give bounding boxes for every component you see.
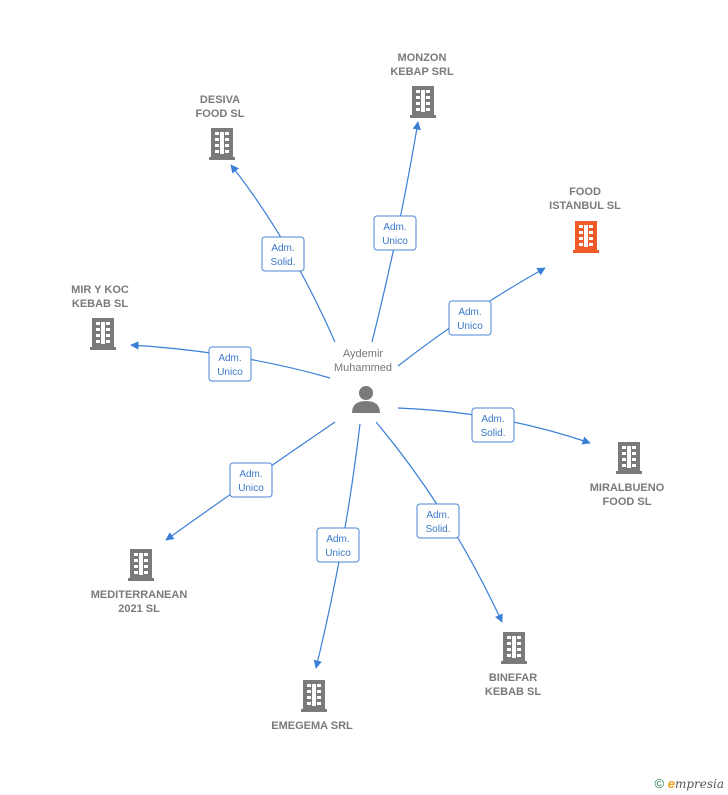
role-box-binefar: Adm. Solid. <box>416 503 460 539</box>
svg-text:Solid.: Solid. <box>270 257 295 268</box>
role-box-desiva: Adm. Solid. <box>261 236 305 272</box>
svg-text:Unico: Unico <box>457 321 483 332</box>
svg-text:KEBAB SL: KEBAB SL <box>485 686 542 698</box>
company-node-binefar[interactable]: BINEFAR KEBAB SL <box>485 632 542 698</box>
svg-text:ISTANBUL SL: ISTANBUL SL <box>549 200 621 212</box>
svg-text:Adm.: Adm. <box>458 307 481 318</box>
company-node-miralbueno[interactable]: MIRALBUENO FOOD SL <box>590 442 665 508</box>
svg-text:MIR Y KOC: MIR Y KOC <box>71 284 129 296</box>
svg-text:MEDITERRANEAN: MEDITERRANEAN <box>91 589 188 601</box>
building-icon <box>90 318 116 350</box>
role-box-emegema: Adm. Unico <box>316 527 360 563</box>
svg-text:Unico: Unico <box>238 483 264 494</box>
svg-text:FOOD SL: FOOD SL <box>603 496 652 508</box>
building-icon <box>301 680 327 712</box>
svg-text:FOOD SL: FOOD SL <box>196 108 245 120</box>
person-name-line1: Aydemir <box>343 348 383 360</box>
company-node-emegema[interactable]: EMEGEMA SRL <box>271 680 353 732</box>
svg-text:Adm.: Adm. <box>271 243 294 254</box>
svg-text:MONZON: MONZON <box>398 52 447 64</box>
role-box-mir-y-koc: Adm. Unico <box>208 346 252 382</box>
svg-text:MIRALBUENO: MIRALBUENO <box>590 482 665 494</box>
svg-text:EMEGEMA SRL: EMEGEMA SRL <box>271 720 353 732</box>
role-box-mediterranean: Adm. Unico <box>229 462 273 498</box>
svg-text:Solid.: Solid. <box>425 524 450 535</box>
company-node-mir-y-koc[interactable]: MIR Y KOC KEBAB SL <box>71 284 129 350</box>
company-node-mediterranean[interactable]: MEDITERRANEAN 2021 SL <box>91 549 188 615</box>
role-box-monzon: Adm. Unico <box>373 215 417 251</box>
svg-text:Adm.: Adm. <box>481 414 504 425</box>
svg-text:Adm.: Adm. <box>218 353 241 364</box>
svg-text:Adm.: Adm. <box>239 469 262 480</box>
footer-brand: © empresia <box>654 776 724 791</box>
building-icon <box>128 549 154 581</box>
svg-text:BINEFAR: BINEFAR <box>489 672 537 684</box>
svg-text:FOOD: FOOD <box>569 186 601 198</box>
svg-text:Unico: Unico <box>217 367 243 378</box>
copyright-symbol: © <box>654 776 665 791</box>
svg-text:Adm.: Adm. <box>383 222 406 233</box>
role-box-miralbueno: Adm. Solid. <box>471 407 515 443</box>
company-node-monzon[interactable]: MONZON KEBAP SRL <box>390 52 454 118</box>
role-box-food-istanbul: Adm. Unico <box>448 300 492 336</box>
brand-logo-e: e <box>667 776 675 791</box>
building-icon <box>209 128 235 160</box>
person-node[interactable]: Aydemir Muhammed <box>334 348 392 413</box>
building-icon <box>616 442 642 474</box>
person-icon <box>352 386 380 413</box>
svg-text:2021 SL: 2021 SL <box>118 603 160 615</box>
svg-text:Adm.: Adm. <box>326 534 349 545</box>
svg-text:Solid.: Solid. <box>480 428 505 439</box>
svg-text:KEBAB SL: KEBAB SL <box>72 298 129 310</box>
brand-name: mpresia <box>674 777 724 791</box>
svg-text:Unico: Unico <box>325 548 351 559</box>
building-icon <box>410 86 436 118</box>
building-icon-highlighted <box>573 221 599 253</box>
company-node-food-istanbul[interactable]: FOOD ISTANBUL SL <box>549 186 621 253</box>
building-icon <box>501 632 527 664</box>
svg-text:DESIVA: DESIVA <box>200 94 240 106</box>
svg-text:KEBAP SRL: KEBAP SRL <box>390 66 454 78</box>
svg-text:Adm.: Adm. <box>426 510 449 521</box>
company-node-desiva[interactable]: DESIVA FOOD SL <box>196 94 245 160</box>
person-name-line2: Muhammed <box>334 362 392 374</box>
svg-text:Unico: Unico <box>382 236 408 247</box>
